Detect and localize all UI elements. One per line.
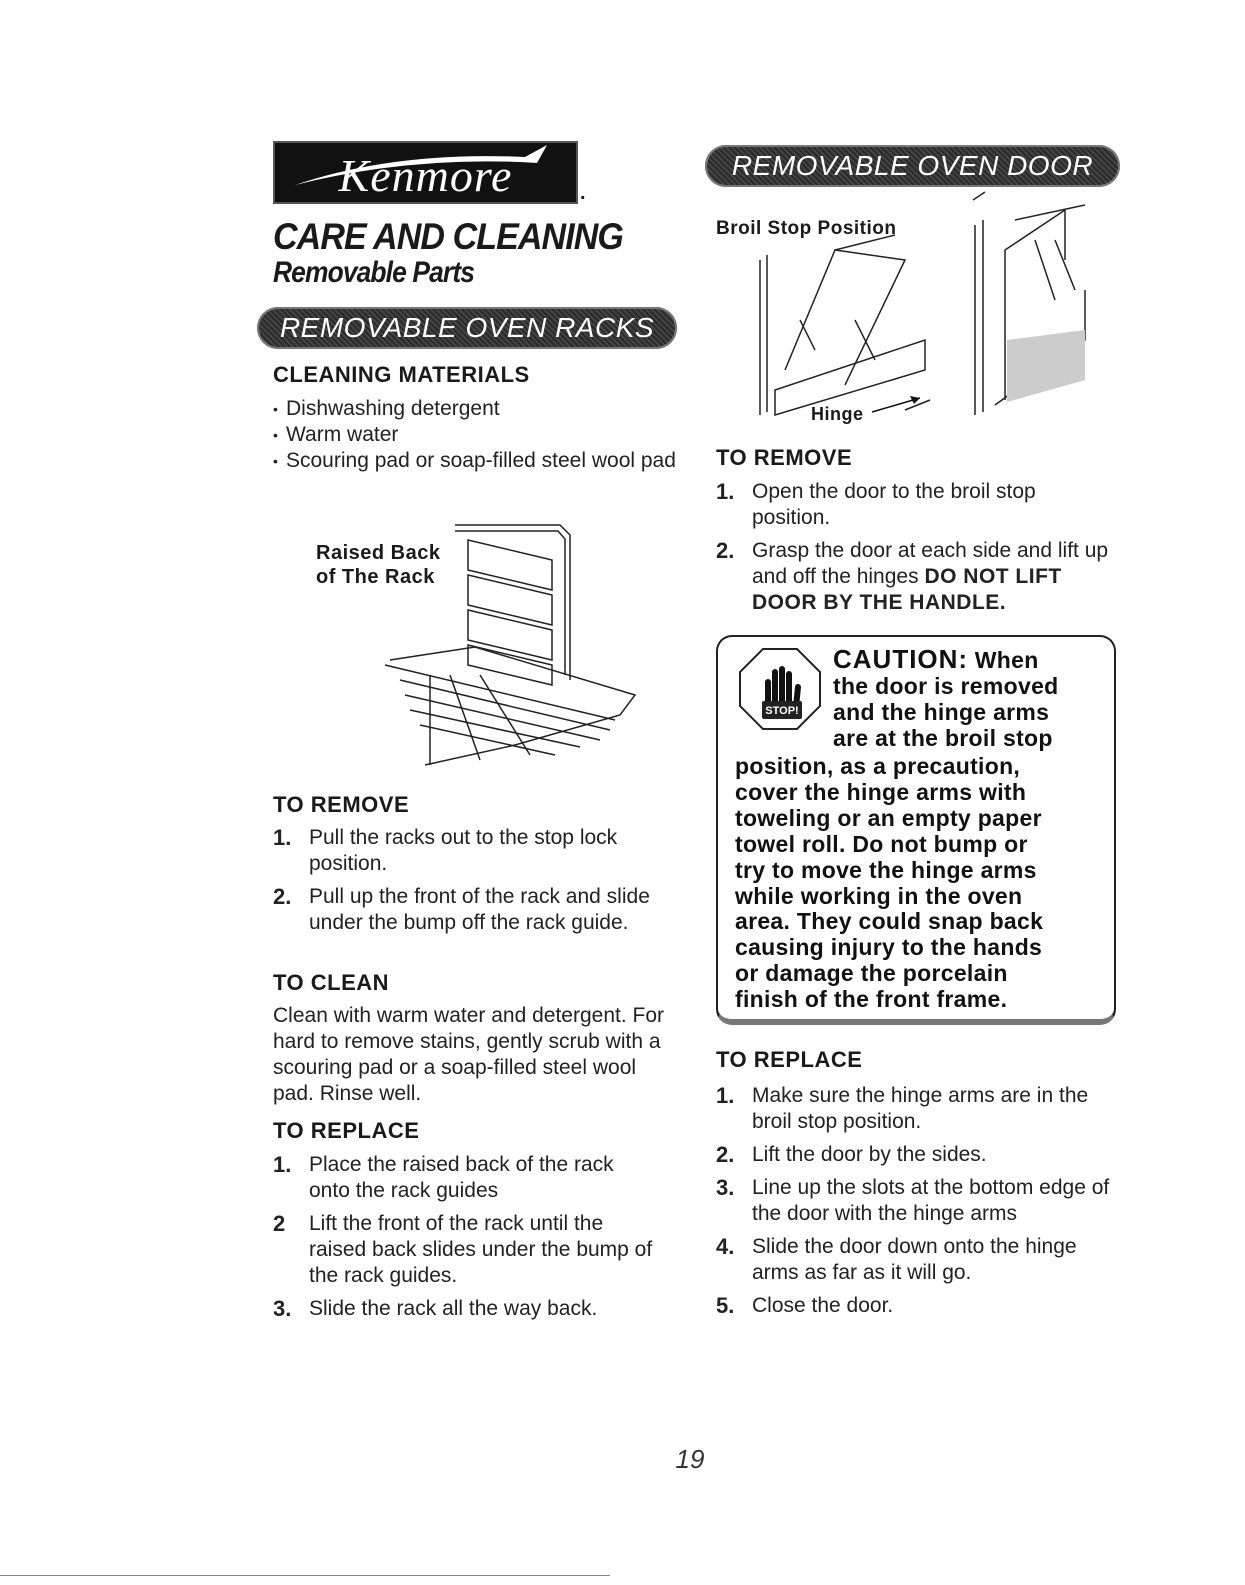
step-text: Line up the slots at the bottom edge of … [752,1176,1110,1225]
step-text: Pull the racks out to the stop lock posi… [309,826,618,875]
caution-line: When [974,647,1039,673]
step-number: 1. [716,1083,735,1108]
caution-line: cover the hinge arms with [735,778,1027,805]
step-text: Grasp the door at each side and lift up … [752,539,1109,588]
caution-line: while working in the oven [735,882,1023,909]
racks-clean-text: Clean with warm water and detergent. For… [273,1004,665,1105]
list-item: 1. Open the door to the broil stop positi… [716,479,1116,531]
caution-line: or damage the porcelain [735,960,1008,987]
step-text: Pull up the front of the rack and slide … [309,885,650,934]
caution-line: and the hinge arms [833,698,1050,725]
cleaning-materials-heading: CLEANING MATERIALS [273,362,530,387]
list-item: 3. Line up the slots at the bottom edge o… [716,1175,1116,1227]
list-item: Warm water [273,422,678,448]
step-number: 4. [716,1234,735,1259]
caution-line: area. They could snap back [735,908,1044,935]
racks-banner: REMOVABLE OVEN RACKS [257,307,677,349]
step-number: 3. [716,1175,735,1200]
caution-line: causing injury to the hands [735,934,1043,961]
caution-heading: CAUTION: [833,644,969,674]
step-number: 2. [716,538,735,563]
hinge-label: Hinge [811,404,864,424]
caution-box: STOP! CAUTION: When the door is removed … [716,635,1116,1025]
page-title: CARE AND CLEANING [273,216,624,257]
figure-label-line: Raised Back [316,542,441,564]
list-item: 1. Place the raised back of the rack onto… [273,1152,653,1204]
step-number: 2. [716,1142,735,1167]
door-replace-heading: TO REPLACE [716,1047,863,1072]
kenmore-logo: Kenmore [273,141,578,204]
step-warning: DO NOT LIFT DOOR BY THE HANDLE. [752,565,1062,614]
racks-replace-heading: TO REPLACE [273,1118,420,1143]
hinge-arrow-icon [871,396,921,413]
list-item: 1. Pull the racks out to the stop lock po… [273,825,653,877]
caution-text-top: CAUTION: When the door is removed and th… [833,644,1059,752]
step-number: 5. [716,1293,735,1318]
caution-line: the door is removed [833,672,1059,699]
list-item: Scouring pad or soap-filled steel wool p… [273,448,678,474]
caution-line: toweling or an empty paper [735,804,1042,831]
step-number: 1. [273,825,292,850]
step-text: Close the door. [752,1294,894,1317]
materials-list: Dishwashing detergent Warm water Scourin… [273,396,678,474]
page-subtitle: Removable Parts [273,256,475,289]
door-replace-steps: 1. Make sure the hinge arms are in the br… [716,1083,1116,1326]
list-item: 5. Close the door. [716,1293,1116,1319]
step-number: 1. [273,1152,292,1177]
step-number: 2 [273,1211,286,1236]
footer-divider [0,1575,610,1576]
logo-text: Kenmore [338,150,513,201]
step-text: Make sure the hinge arms are in the broi… [752,1084,1089,1133]
oven-rack-illustration [384,524,637,766]
list-item: 2. Lift the door by the sides. [716,1142,1116,1168]
door-remove-steps: 1. Open the door to the broil stop positi… [716,479,1116,623]
stop-hand-icon: STOP! [739,648,821,730]
list-item: 3. Slide the rack all the way back. [273,1296,653,1322]
list-item: 1. Make sure the hinge arms are in the br… [716,1083,1116,1135]
caution-text-body: position, as a precaution, cover the hin… [735,753,1044,1013]
step-number: 3. [273,1296,292,1321]
caution-line: towel roll. Do not bump or [735,830,1028,857]
broil-stop-label: Broil Stop Position [716,218,897,239]
list-item: 2 Lift the front of the rack until the ra… [273,1211,653,1289]
racks-remove-heading: TO REMOVE [273,792,410,817]
oven-door-illustration [759,191,1086,417]
figure-label-line: of The Rack [316,566,435,588]
door-banner: REMOVABLE OVEN DOOR [705,145,1120,187]
step-text: Place the raised back of the rack onto t… [309,1153,614,1202]
raised-back-label: Raised Back of The Rack [316,541,440,589]
step-text: Slide the door down onto the hinge arms … [752,1235,1077,1284]
caution-line: try to move the hinge arms [735,856,1037,883]
step-text: Slide the rack all the way back. [309,1297,598,1320]
caution-line: are at the broil stop [833,724,1053,751]
logo-trademark: . [580,182,586,204]
step-text: Lift the door by the sides. [752,1143,987,1166]
racks-replace-steps: 1. Place the raised back of the rack onto… [273,1152,653,1329]
list-item: 2. Pull up the front of the rack and slid… [273,884,653,936]
step-number: 2. [273,884,292,909]
list-item: 4. Slide the door down onto the hinge arm… [716,1234,1116,1286]
stop-icon-label: STOP! [765,705,798,717]
caution-line: finish of the front frame. [735,986,1008,1013]
door-remove-heading: TO REMOVE [716,445,853,470]
racks-remove-steps: 1. Pull the racks out to the stop lock po… [273,825,653,943]
step-text: Lift the front of the rack until the rai… [309,1212,653,1287]
caution-line: position, as a precaution, [735,753,1021,779]
list-item: 2. Grasp the door at each side and lift u… [716,538,1116,616]
racks-clean-heading: TO CLEAN [273,970,390,995]
list-item: Dishwashing detergent [273,396,678,422]
step-text: Open the door to the broil stop position… [752,480,1036,529]
step-number: 1. [716,479,735,504]
page-number: 19 [675,1444,705,1474]
